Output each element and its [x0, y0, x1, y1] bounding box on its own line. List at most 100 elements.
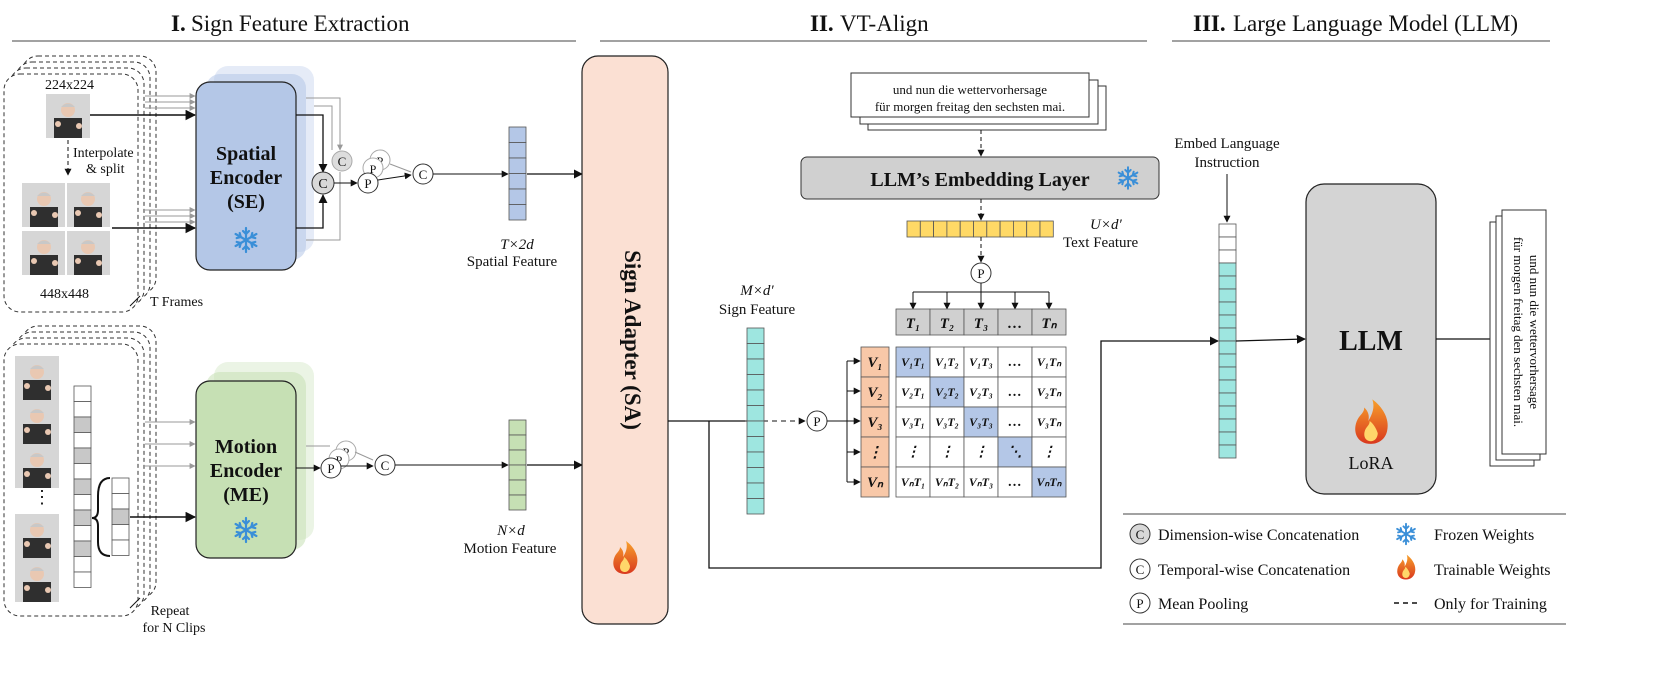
svg-text:C: C	[1136, 527, 1145, 542]
sign-feature-cell	[746, 482, 765, 499]
matrix-cell: ⋮	[974, 445, 988, 460]
spatial-fusion: C P P C P C	[296, 97, 509, 241]
svg-text:P: P	[336, 453, 343, 467]
svg-text:(SE): (SE)	[227, 191, 265, 213]
motion-frame-cell	[73, 478, 92, 495]
motion-frame-cell	[73, 509, 92, 526]
llm-input-cell	[1218, 340, 1237, 355]
svg-text:C: C	[381, 458, 390, 473]
clip-cell	[111, 508, 130, 525]
text-feature-cell	[986, 220, 1001, 238]
llm-input-cell	[1218, 392, 1237, 407]
matrix-cell: V₂T₂	[935, 385, 959, 399]
text-feature-cell	[1026, 220, 1041, 238]
matrix-cell: V₃T₁	[901, 415, 925, 429]
llm-input-cell	[1218, 444, 1237, 459]
matrix-row-header-box	[860, 436, 890, 468]
res-224-label: 224x224	[45, 78, 94, 93]
motion-frame-cell	[73, 525, 92, 542]
spatial-feature-label: Spatial Feature	[467, 254, 558, 270]
matrix-col-header-box	[895, 308, 931, 336]
matrix-col-header: Tₙ	[1041, 316, 1057, 332]
matrix-cell-box	[895, 466, 931, 498]
sign-feature-column	[746, 327, 765, 515]
sign-pool-glyph: P	[813, 414, 820, 429]
matrix-cell-box	[997, 346, 1033, 378]
matrix-cell-box	[895, 346, 931, 378]
matrix-cell: …	[1008, 355, 1022, 370]
matrix-row-header: ⋮	[868, 445, 883, 461]
matrix-cell: V₁T₁	[901, 355, 925, 369]
matrix-cell: …	[1008, 415, 1022, 430]
sign-feature-cell	[746, 343, 765, 360]
snowflake-icon	[1396, 522, 1416, 546]
matrix-cell: …	[1008, 385, 1022, 400]
text-feature-cell	[919, 220, 934, 238]
clip-cell	[111, 539, 130, 556]
matrix-cell-box	[963, 376, 999, 408]
svg-text:Temporal-wise Concatenation: Temporal-wise Concatenation	[1158, 562, 1350, 579]
llm-input-cell	[1218, 249, 1237, 264]
n-clips-label: for N Clips	[143, 621, 206, 636]
svg-text:P: P	[370, 162, 377, 176]
sign-feature-cell	[746, 327, 765, 344]
sign-feature-cell	[746, 498, 765, 515]
motion-dim-label: N×d	[496, 523, 525, 539]
matrix-cell: ⋮	[906, 445, 920, 460]
matrix-cell-box	[997, 466, 1033, 498]
motion-frame-cell	[73, 571, 92, 588]
svg-text:II.: II.	[810, 11, 834, 36]
motion-frame-cell	[73, 385, 92, 402]
matrix-cell-box	[895, 406, 931, 438]
svg-text:VT-Align: VT-Align	[840, 11, 929, 36]
legend-temp-concat: C Temporal-wise Concatenation	[1129, 558, 1350, 580]
matrix-cell-box	[929, 436, 965, 468]
legend: C Dimension-wise Concatenation C Tempora…	[1123, 513, 1566, 625]
matrix-cell: VₙTₙ	[1037, 475, 1063, 489]
clip-cell	[111, 524, 130, 541]
motion-frame-cell	[73, 463, 92, 480]
motion-ellipsis: ⋮	[33, 487, 51, 507]
text-feature-cell	[946, 220, 961, 238]
matrix-row-header: V₃	[867, 415, 882, 431]
matrix-row-header: V₁	[867, 355, 882, 371]
matrix-cell: V₁T₂	[935, 355, 959, 369]
spatial-feature-cell	[508, 173, 527, 190]
matrix-cell: ⋮	[1042, 445, 1056, 460]
llm-input-column	[1218, 223, 1237, 459]
matrix-cell: ⋮	[940, 445, 954, 460]
res-448-label: 448x448	[40, 287, 89, 302]
text-feature-cell	[973, 220, 988, 238]
llm-input-cell	[1218, 288, 1237, 303]
svg-text:Sign Adapter (SA): Sign Adapter (SA)	[620, 250, 645, 430]
spatial-feature-cell	[508, 142, 527, 159]
matrix-cell-box	[1031, 436, 1067, 468]
svg-text:C: C	[1136, 562, 1145, 577]
svg-text:Only for Training: Only for Training	[1434, 596, 1547, 613]
matrix-cell-box	[1031, 406, 1067, 438]
matrix-cell-box	[1031, 466, 1067, 498]
motion-frame-cell	[73, 556, 92, 573]
svg-text:Motion: Motion	[215, 436, 277, 458]
matrix-cell-box	[997, 406, 1033, 438]
svg-text:P: P	[364, 176, 371, 191]
motion-frame-cell	[73, 401, 92, 418]
sign-feature-cell	[746, 451, 765, 468]
matrix-cell: VₙT₂	[935, 475, 959, 489]
matrix-cell-box	[895, 436, 931, 468]
motion-feature-column	[508, 419, 527, 511]
t-frames-label: T Frames	[150, 295, 203, 310]
motion-feature-cell	[508, 449, 527, 466]
svg-text:P: P	[1136, 596, 1143, 611]
matrix-cell-box	[929, 466, 965, 498]
clip-brace	[91, 477, 111, 557]
spatial-feature-cell	[508, 126, 527, 143]
svg-text:Trainable Weights: Trainable Weights	[1434, 562, 1550, 579]
matrix-cell: V₁T₃	[969, 355, 993, 369]
sign-feature-label: Sign Feature	[719, 302, 796, 318]
spatial-feature-cell	[508, 204, 527, 221]
spatial-feature-column	[508, 126, 527, 221]
legend-frozen: Frozen Weights	[1396, 522, 1534, 546]
